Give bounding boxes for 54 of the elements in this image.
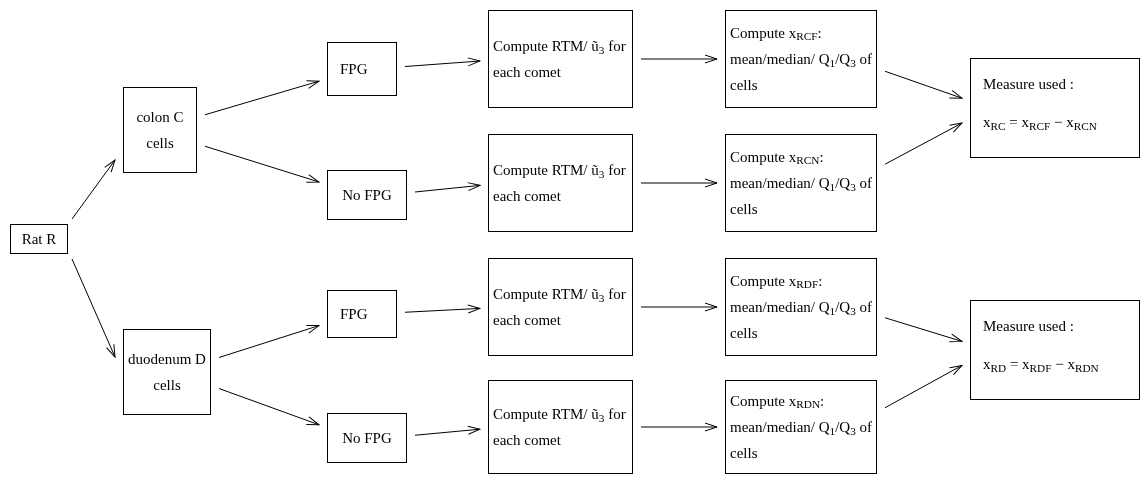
arrow <box>640 302 718 312</box>
box-text: Compute x$_{RCN}$: mean/median/ Q$_{1}$/Q$_{3}$ of cells <box>730 147 874 220</box>
box-text: Rat R <box>21 229 57 249</box>
process-box <box>327 413 407 463</box>
box-text: duodenum D cells <box>127 349 207 395</box>
arrow <box>640 54 718 64</box>
arrow <box>404 304 481 314</box>
process-box <box>327 170 407 220</box>
arrow <box>218 324 320 358</box>
box-text: Compute RTM/ ũ$_{3}$ for each comet <box>493 404 627 450</box>
box-text: Measure used : <box>983 317 1075 336</box>
arrow <box>218 388 320 426</box>
box-text: Compute RTM/ ũ$_{3}$ for each comet <box>493 284 627 330</box>
formula-text: x$_{RD}$ = x$_{RDF}$ − x$_{RDN}$ <box>983 355 1100 377</box>
process-box <box>327 290 397 338</box>
arrow <box>414 182 481 193</box>
process-box <box>123 329 211 415</box>
box-text: No FPG <box>342 185 392 205</box>
arrow <box>204 80 320 116</box>
arrow <box>204 145 320 183</box>
process-box <box>725 380 877 474</box>
arrow <box>71 159 116 220</box>
box-text: colon C cells <box>135 107 185 153</box>
box-text: Compute x$_{RDN}$: mean/median/ Q$_{1}$/Q$_{3}$ of cells <box>730 391 874 464</box>
box-text: FPG <box>340 59 369 79</box>
box-text: No FPG <box>342 428 392 448</box>
arrow <box>414 425 481 436</box>
box-text: Compute x$_{RCF}$: mean/median/ Q$_{1}$/Q$_{3}$ of cells <box>730 23 874 96</box>
process-box <box>488 380 633 474</box>
box-text: Compute RTM/ ũ$_{3}$ for each comet <box>493 160 627 206</box>
arrow <box>404 57 481 67</box>
process-box <box>725 258 877 356</box>
process-box <box>488 10 633 108</box>
formula-text: x$_{RC}$ = x$_{RCF}$ − x$_{RCN}$ <box>983 113 1098 135</box>
box-text: Compute RTM/ ũ$_{3}$ for each comet <box>493 36 627 82</box>
arrow <box>884 122 963 165</box>
process-box <box>725 10 877 108</box>
process-box <box>970 58 1140 158</box>
process-box <box>10 224 68 254</box>
process-box <box>488 258 633 356</box>
box-text: Measure used : <box>983 75 1075 94</box>
arrow <box>71 258 116 358</box>
process-box <box>327 42 397 96</box>
process-box <box>970 300 1140 400</box>
process-box <box>123 87 197 173</box>
arrow <box>884 317 963 343</box>
arrow <box>884 364 963 409</box>
arrow <box>640 178 718 188</box>
arrow <box>640 422 718 432</box>
process-box <box>488 134 633 232</box>
box-text: FPG <box>340 304 369 324</box>
process-box <box>725 134 877 232</box>
arrow <box>884 70 963 99</box>
box-text: Compute x$_{RDF}$: mean/median/ Q$_{1}$/Q$_{3}$ of cells <box>730 271 874 344</box>
